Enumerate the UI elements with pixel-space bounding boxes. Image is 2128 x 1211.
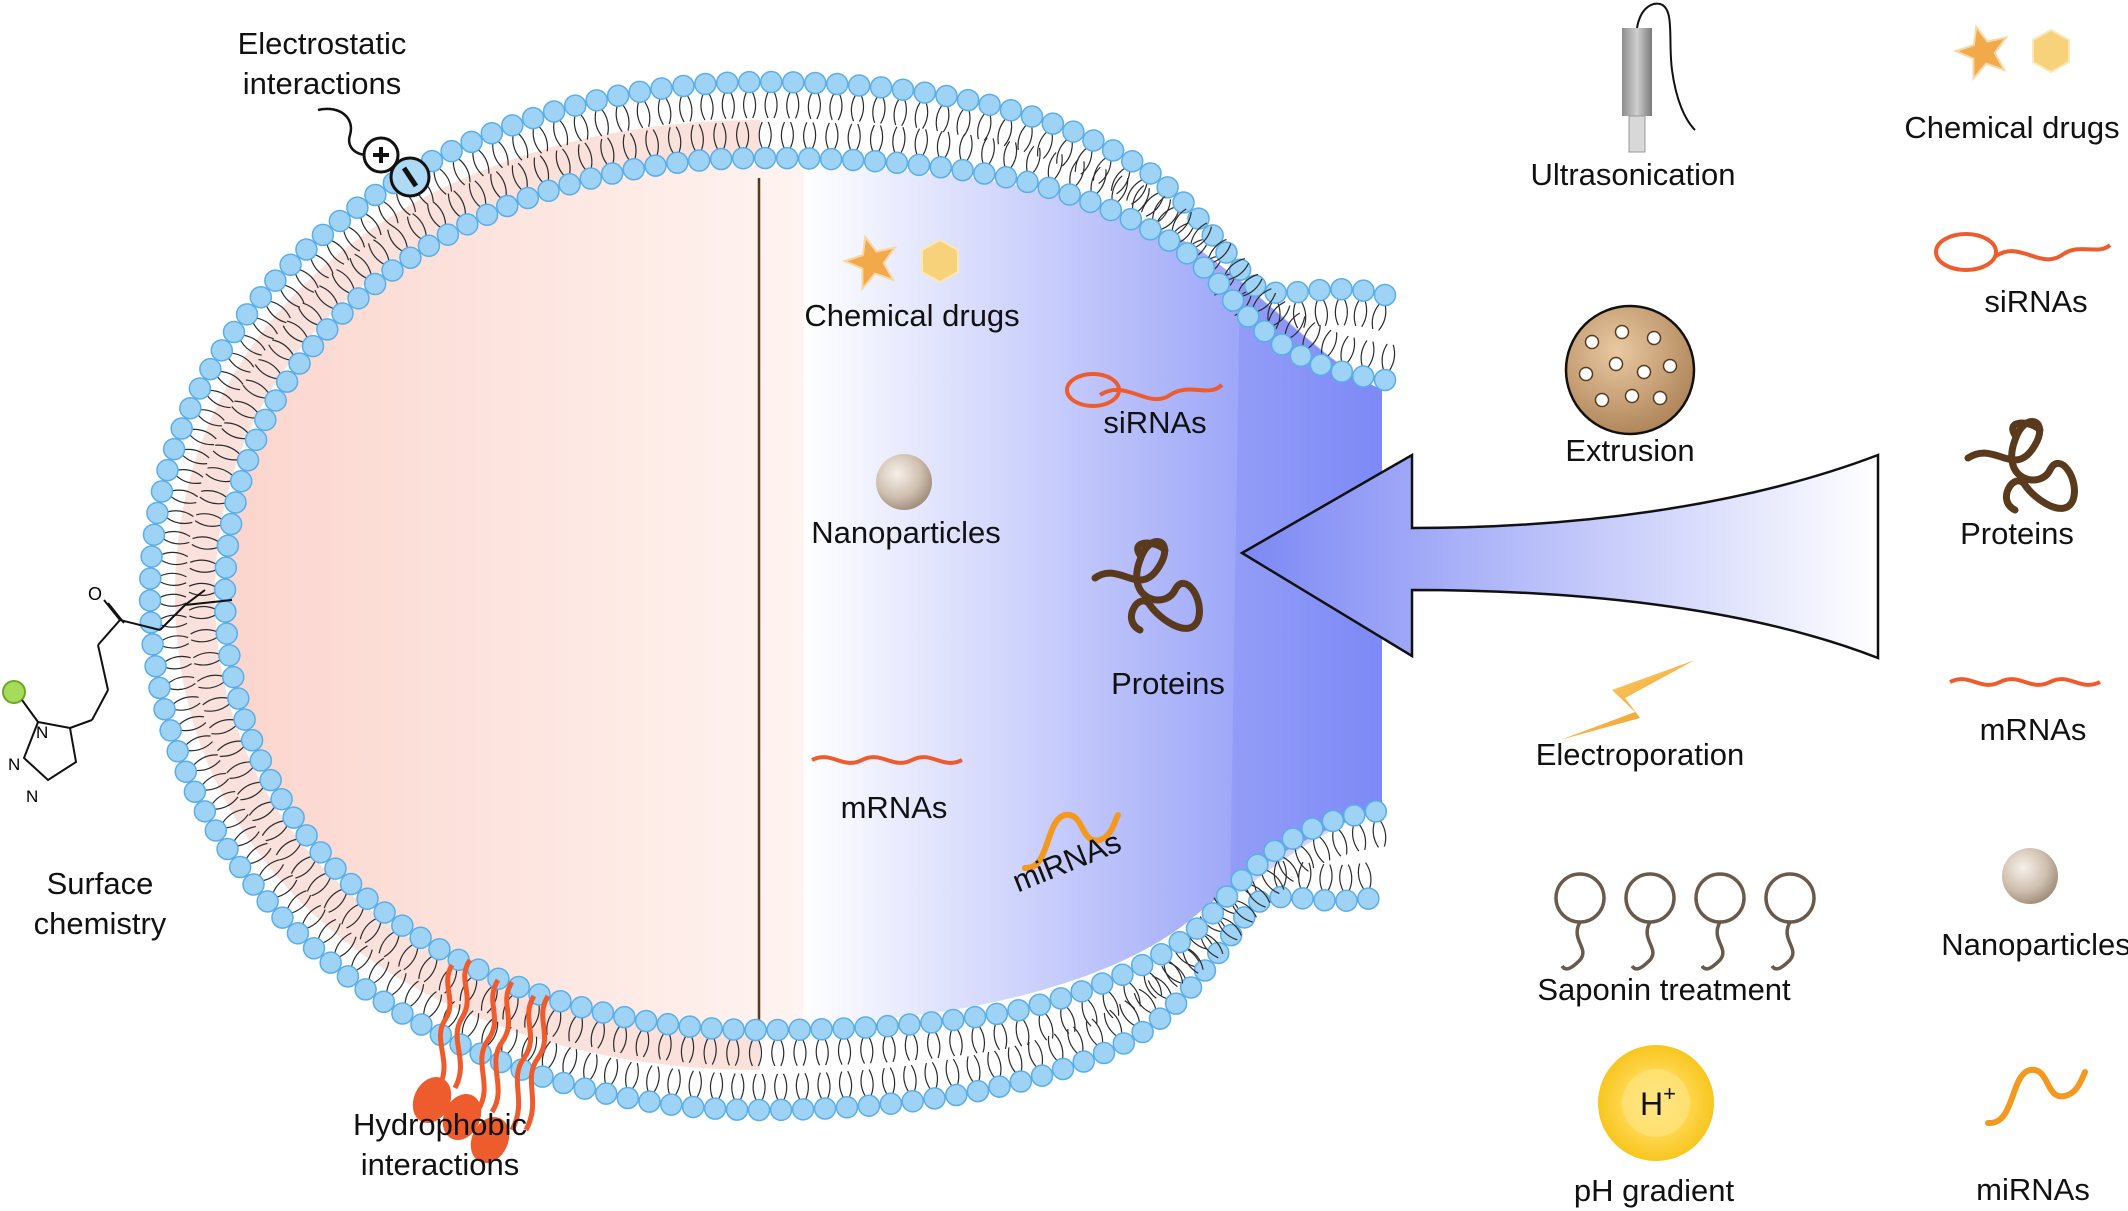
loading-arrow	[1239, 452, 1880, 660]
inner-mirna-icon	[1022, 811, 1121, 871]
molecule-atom-n3: N	[26, 787, 38, 806]
label-ph-gradient: pH gradient	[1573, 1173, 1735, 1208]
hydrophobic-anchors	[412, 958, 551, 1164]
label-right-nanoparticles: Nanoparticles	[1941, 927, 2128, 962]
inner-sirna-loop-icon	[1065, 372, 1121, 408]
right-sirna-loop-icon	[1934, 232, 1998, 272]
right-mrna-icon	[1949, 677, 2101, 687]
ultrasonication-probe-icon	[1622, 2, 1696, 153]
h-plus-label: H+	[1640, 1081, 1676, 1122]
label-ultrasonication: Ultrasonication	[1530, 157, 1736, 192]
inner-protein-icon	[1091, 538, 1203, 634]
label-inner-mrnas: mRNAs	[840, 790, 948, 825]
inner-mrna-icon	[811, 755, 963, 765]
label-right-mrnas: mRNAs	[1979, 712, 2087, 747]
label-right-chemical-drugs: Chemical drugs	[1904, 110, 2120, 145]
molecule-atom-n: N	[36, 723, 48, 742]
label-inner-chemical-drugs: Chemical drugs	[804, 298, 1020, 333]
vesicle-lumen	[225, 165, 1382, 1025]
label-hydrophobic: Hydrophobic interactions	[352, 1107, 528, 1183]
label-right-mirnas: miRNAs	[1976, 1172, 2090, 1207]
right-star-drug-icon	[1950, 19, 2016, 82]
label-electrostatic: Electrostatic interactions	[237, 26, 407, 102]
electroporation-bolt-icon	[1560, 660, 1695, 740]
label-surface-chemistry: Surface chemistry	[33, 866, 167, 942]
inner-sirna-icon	[1098, 383, 1224, 402]
inner-nanoparticle-icon	[876, 454, 932, 510]
label-right-sirnas: siRNAs	[1984, 284, 2088, 319]
label-saponin: Saponin treatment	[1537, 972, 1791, 1007]
label-right-proteins: Proteins	[1960, 516, 2074, 551]
label-inner-nanoparticles: Nanoparticles	[811, 515, 1001, 550]
electrostatic-charges	[317, 107, 431, 198]
saponin-icon	[1554, 872, 1816, 971]
label-inner-sirnas: siRNAs	[1103, 405, 1207, 440]
surface-chemistry-molecule	[2, 589, 233, 782]
minus-icon	[401, 166, 419, 188]
extrusion-membrane-icon	[1564, 304, 1696, 436]
label-extrusion: Extrusion	[1565, 433, 1695, 468]
lipid-bilayer-membrane	[138, 70, 1397, 1122]
label-electroporation: Electroporation	[1535, 737, 1745, 772]
right-hexagon-drug-icon	[2032, 28, 2070, 74]
label-inner-proteins: Proteins	[1111, 666, 1225, 701]
molecule-atom-n2: N	[8, 755, 20, 774]
right-mirna-icon	[1985, 1066, 2088, 1126]
molecule-atom-o: O	[88, 584, 102, 604]
hexagon-drug-icon	[921, 238, 959, 284]
right-nanoparticle-icon	[2002, 848, 2058, 904]
right-protein-icon	[1964, 418, 2078, 514]
ph-gradient-icon	[1598, 1045, 1714, 1161]
right-sirna-icon	[1994, 243, 2112, 262]
